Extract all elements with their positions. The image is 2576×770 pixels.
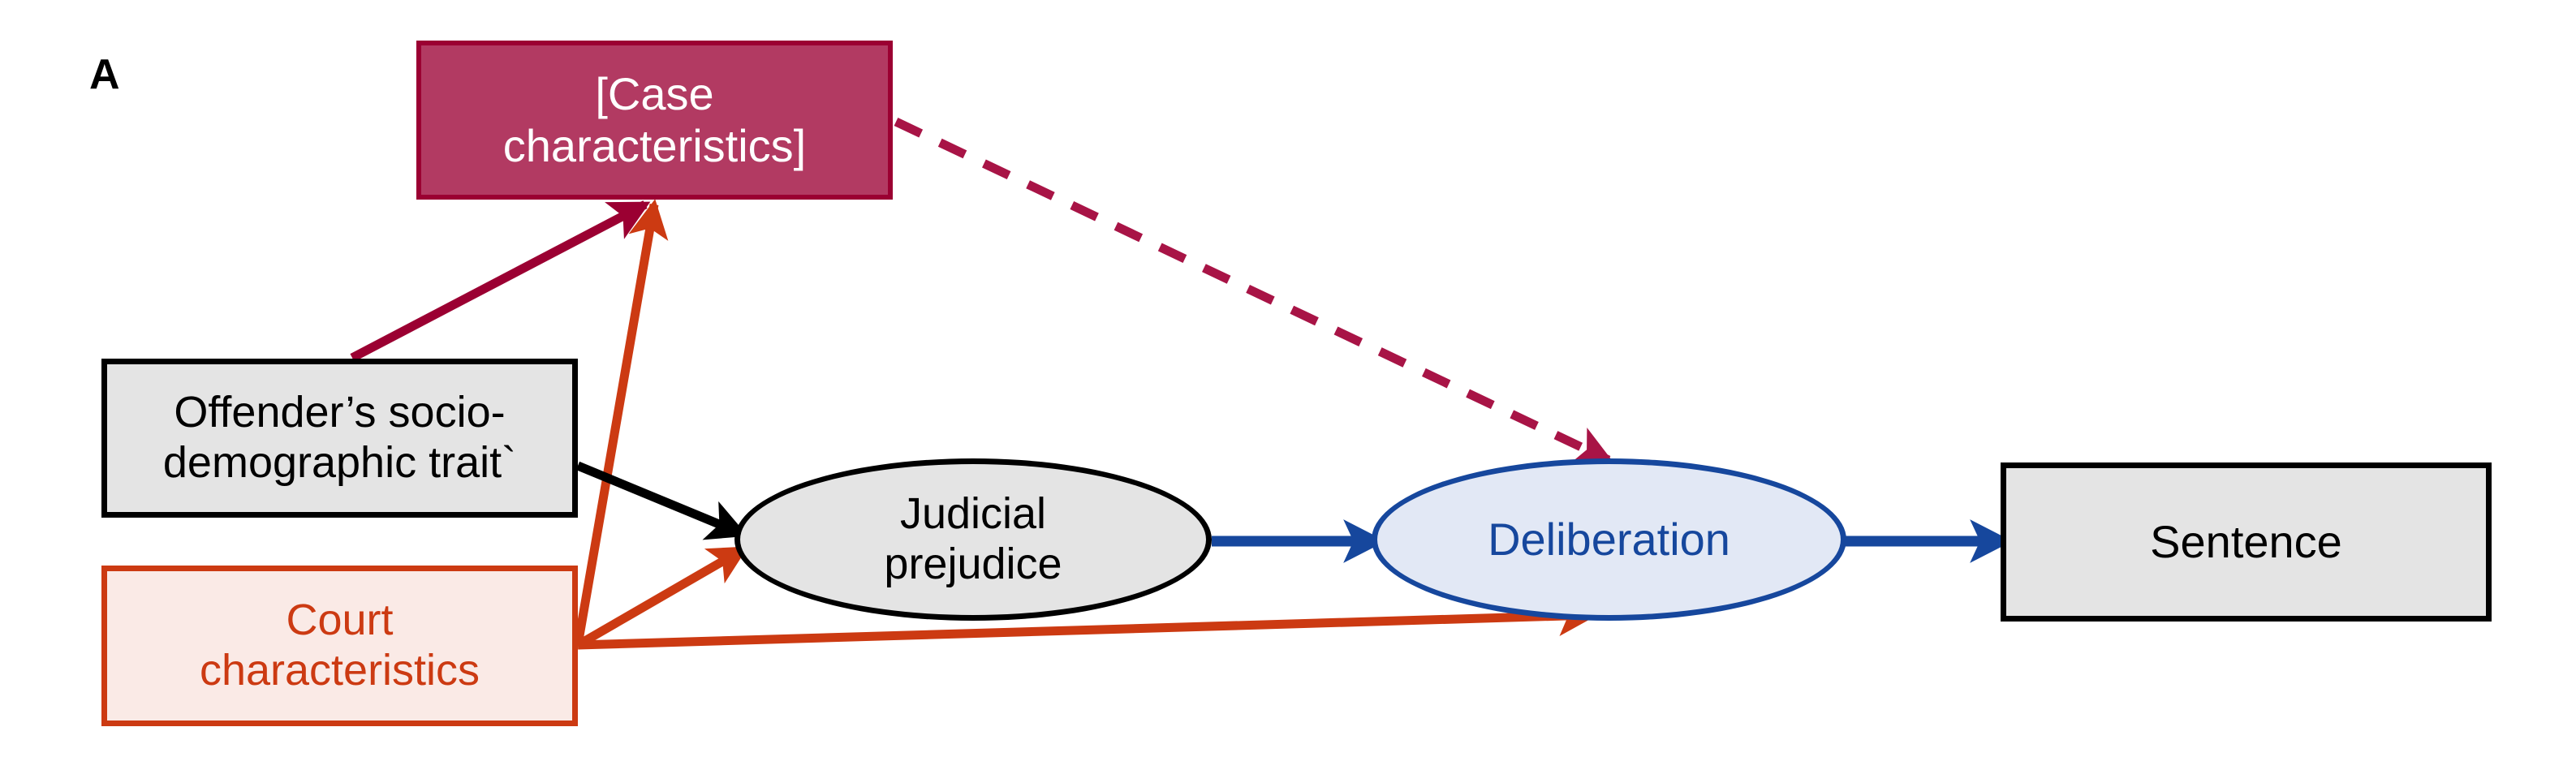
edge-court-to-deliberation: [577, 596, 1598, 650]
node-court-characteristics[interactable]: Court characteristics: [101, 566, 578, 726]
edge-case-to-deliberation: [894, 118, 1614, 464]
edge-offender-to-case: [350, 200, 651, 362]
node-case-characteristics-label: [Case characteristics]: [502, 68, 807, 171]
node-case-characteristics[interactable]: [Case characteristics]: [416, 41, 893, 200]
node-deliberation-label: Deliberation: [1488, 514, 1730, 566]
node-court-characteristics-label: Court characteristics: [199, 596, 480, 695]
panel-label: A: [89, 51, 121, 98]
node-judicial-prejudice-label: Judicial prejudice: [884, 489, 1062, 588]
node-sentence-label: Sentence: [2150, 516, 2342, 568]
edge-court-to-judicial: [575, 545, 748, 649]
node-deliberation[interactable]: Deliberation: [1372, 458, 1846, 621]
edge-offender-to-judicial: [575, 461, 748, 540]
node-offender-sociodemographic-trait-label: Offender’s socio- demographic trait`: [162, 388, 517, 487]
edge-court-to-case: [573, 199, 669, 646]
node-judicial-prejudice[interactable]: Judicial prejudice: [734, 458, 1212, 621]
node-offender-sociodemographic-trait[interactable]: Offender’s socio- demographic trait`: [101, 359, 578, 518]
node-sentence[interactable]: Sentence: [2001, 462, 2492, 622]
